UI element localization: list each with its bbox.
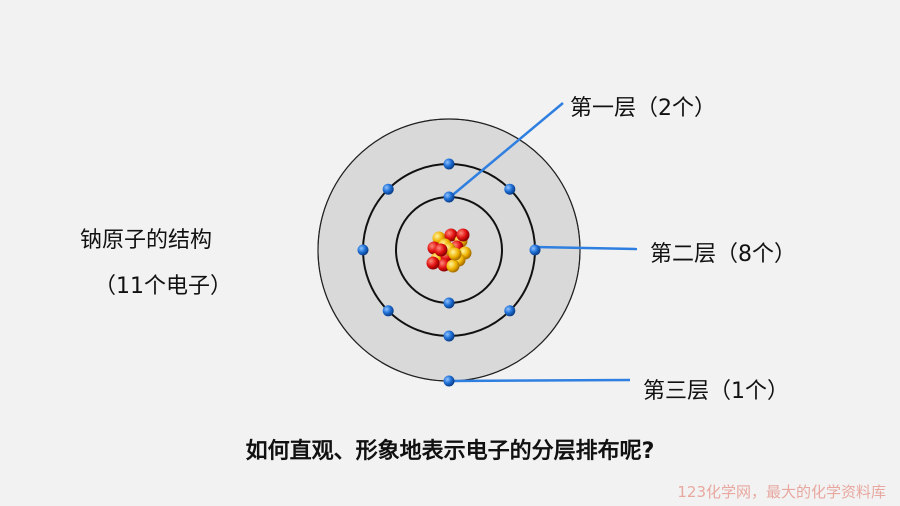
atom-title: 钠原子的结构 [80, 228, 213, 253]
neutron-17 [448, 247, 462, 261]
proton-14 [456, 228, 470, 242]
electron-shell-2-7 [357, 244, 369, 256]
electron-shell-2-4 [504, 305, 516, 317]
electron-count-note: （11个电子） [94, 274, 232, 299]
proton-16 [434, 243, 448, 257]
shell-label-3: 第三层（1个） [643, 379, 789, 404]
question-text: 如何直观、形象地表示电子的分层排布呢? [245, 439, 655, 464]
electron-shell-2-3 [529, 244, 541, 256]
watermark: 123化学网，最大的化学资料库 [677, 483, 886, 501]
proton-13 [426, 256, 440, 270]
electron-shell-2-2 [504, 183, 516, 195]
electron-shell-2-5 [443, 330, 455, 342]
electron-shell-2-1 [443, 158, 455, 170]
leader-line-shell-3 [448, 378, 631, 383]
electron-shell-2-6 [382, 305, 394, 317]
electron-shell-1-1 [443, 191, 455, 203]
leader-line-shell-2 [534, 245, 638, 251]
proton-2 [444, 228, 458, 242]
shell-label-1: 第一层（2个） [570, 96, 716, 121]
electron-shell-3-1 [443, 375, 455, 387]
electrons [357, 158, 541, 387]
neutron-12 [446, 259, 460, 273]
shell-label-2: 第二层（8个） [650, 242, 796, 267]
electron-shell-2-8 [382, 183, 394, 195]
leader-line-shell-1 [448, 102, 564, 199]
nucleus [426, 228, 472, 273]
electron-shell-1-2 [443, 297, 455, 309]
